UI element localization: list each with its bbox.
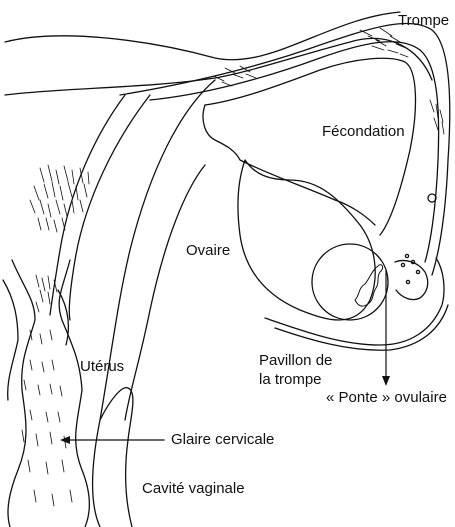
ovum-dot-4 [416,270,419,273]
label-ponte: « Ponte » ovulaire [326,389,447,407]
sperm-cluster-top [30,165,89,232]
label-pavillon-line1: Pavillon de [259,352,332,370]
vaginal-cavity-wall [100,388,133,527]
sperm-cluster-cervix [22,275,72,506]
uterus-cavity-right [69,95,150,320]
ovum-dot-5 [406,280,409,283]
uterus-wall-left-outer [5,12,400,60]
sperm-cluster-tube-left [214,66,256,86]
label-ovaire: Ovaire [186,242,230,260]
ovum-dot-1 [405,254,408,257]
label-cavite: Cavité vaginale [142,480,245,498]
label-pavillon-line2: la trompe [259,371,322,389]
uterus-wall-top [5,38,432,95]
follicle [312,244,388,320]
cervix-inner-left [3,280,18,400]
label-fecondation: Fécondation [322,123,405,141]
uterus-cavity-left [50,95,125,315]
ponte-arrow-head [382,376,390,386]
tube-outer-lower [150,42,439,262]
label-glaire: Glaire cervicale [171,431,274,449]
ovary-outline [238,160,375,320]
ovary-ligament-line [93,80,216,527]
fimbriae-edge [395,260,428,299]
label-trompe: Trompe [398,12,449,30]
ovum-dot-3 [401,263,404,266]
ovum-egg [428,194,436,202]
ovum-rupture [355,265,383,306]
label-uterus: Utérus [80,358,124,376]
vagina-wall-right [125,165,205,420]
